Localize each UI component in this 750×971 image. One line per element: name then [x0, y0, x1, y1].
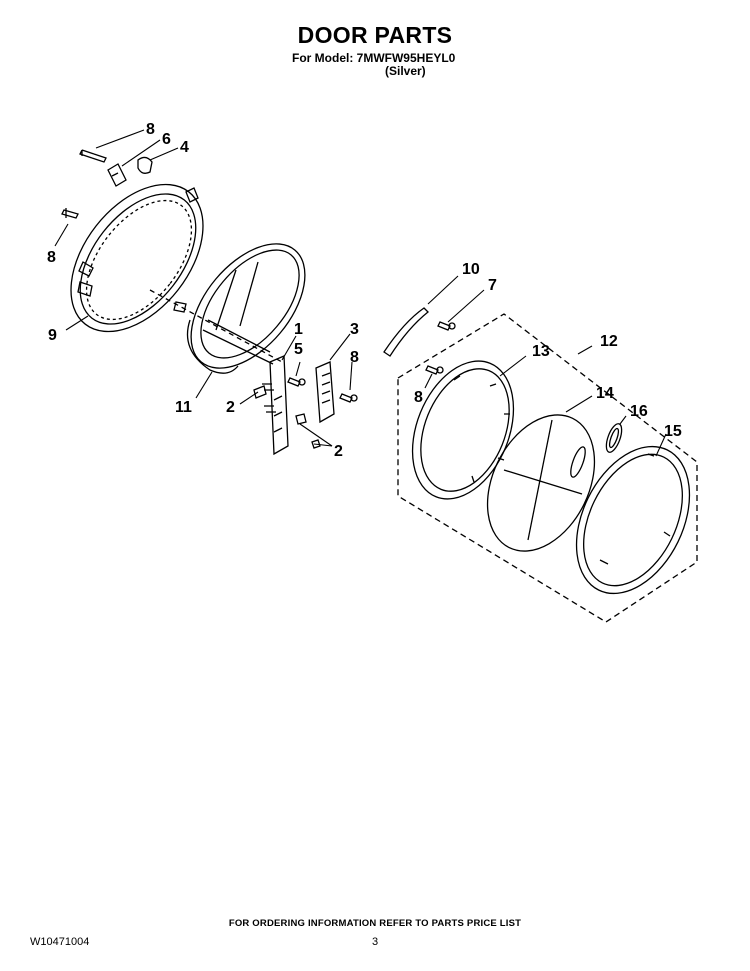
- page-title: DOOR PARTS: [297, 22, 453, 48]
- ordering-note: FOR ORDERING INFORMATION REFER TO PARTS …: [228, 918, 522, 929]
- callout-5: 5: [294, 341, 303, 358]
- hinge-plate-3: [315, 361, 335, 424]
- model-label: For Model: 7MWFW95HEYL0: [292, 51, 456, 65]
- screw-7: [437, 321, 456, 331]
- trim-ring-15: [575, 445, 691, 595]
- callout-8-left: 8: [47, 249, 56, 266]
- callout-3: 3: [350, 321, 359, 338]
- page-number: 3: [372, 936, 379, 948]
- hinge-pin-2-upper: [253, 385, 267, 399]
- document-number: W10471004: [30, 936, 90, 948]
- screw-5: [287, 377, 306, 387]
- screw-8-left: [61, 208, 79, 219]
- callout-4: 4: [180, 139, 189, 156]
- callout-6: 6: [162, 131, 171, 148]
- hinge-1: [262, 355, 289, 456]
- door-handle-10: [383, 307, 429, 357]
- door-glass-bowl: [186, 243, 306, 374]
- color-label: (Silver): [385, 64, 426, 78]
- callout-11: 11: [175, 399, 192, 416]
- callout-16: 16: [630, 403, 648, 420]
- callout-12: 12: [600, 333, 618, 350]
- callout-8-hinge: 8: [350, 349, 359, 366]
- callout-8-top: 8: [146, 121, 155, 138]
- assembly-kit-12-outline: [397, 313, 698, 623]
- leader-lines: [54, 129, 667, 457]
- hinge-pin-2-lower: [295, 413, 321, 449]
- screw-8-right: [425, 365, 444, 375]
- inner-glass-14: [486, 414, 596, 552]
- callout-9: 9: [48, 327, 57, 344]
- callout-14: 14: [596, 385, 614, 402]
- callout-10: 10: [462, 261, 480, 278]
- callout-2-lower: 2: [334, 443, 343, 460]
- outer-door-ring: [70, 183, 204, 333]
- callout-2-upper: 2: [226, 399, 235, 416]
- callout-1: 1: [294, 321, 303, 338]
- inner-door-frame-13: [411, 360, 515, 500]
- callout-13: 13: [532, 343, 550, 360]
- callout-7: 7: [488, 277, 497, 294]
- hinge-clip-6: [107, 163, 127, 187]
- callout-8-right: 8: [414, 389, 423, 406]
- clip-16: [605, 423, 623, 453]
- callout-15: 15: [664, 423, 682, 440]
- screw-8-top: [79, 149, 107, 163]
- screw-8-hinge: [339, 393, 358, 403]
- clip-4: [137, 156, 153, 174]
